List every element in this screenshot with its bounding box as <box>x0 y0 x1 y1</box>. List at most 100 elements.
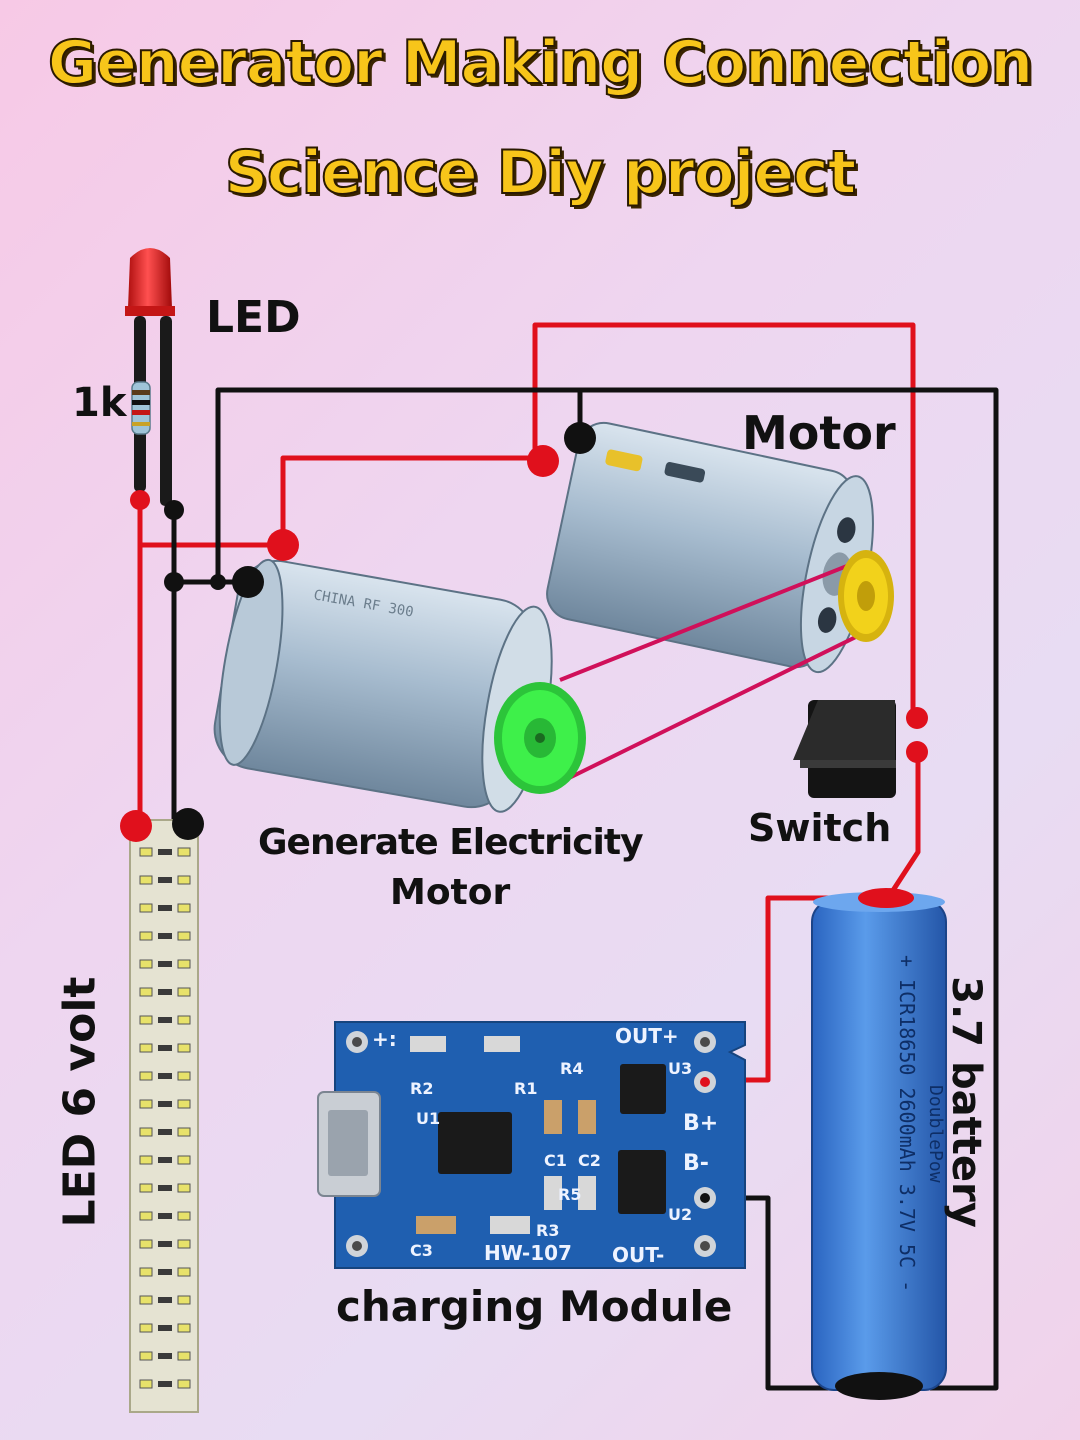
strip-smd-led <box>139 1239 153 1249</box>
strip-smd-led <box>139 1015 153 1025</box>
module-r2: R2 <box>410 1079 433 1098</box>
module-b-plus: B+ <box>683 1111 718 1136</box>
module-u2: U2 <box>668 1205 692 1224</box>
strip-smd-resistor <box>158 877 172 883</box>
strip-smd-led <box>139 1043 153 1053</box>
module-b-minus: B- <box>683 1151 709 1176</box>
module-c1: C1 <box>544 1151 567 1170</box>
module-model: HW-107 <box>484 1241 572 1265</box>
strip-smd-led <box>139 847 153 857</box>
strip-smd-led <box>139 875 153 885</box>
strip-smd-resistor <box>158 1241 172 1247</box>
strip-smd-led <box>139 1379 153 1389</box>
module-u1: U1 <box>416 1109 440 1128</box>
module-c3: C3 <box>410 1241 433 1260</box>
strip-smd-resistor <box>158 1073 172 1079</box>
strip-smd-led <box>177 1295 191 1305</box>
battery-print-line2: DoublePow <box>925 1085 946 1183</box>
module-plus: +: <box>372 1027 397 1051</box>
strip-smd-led <box>177 847 191 857</box>
label-led-strip: LED 6 volt <box>54 976 106 1228</box>
strip-smd-resistor <box>158 933 172 939</box>
strip-smd-led <box>139 903 153 913</box>
motor-pulley <box>838 550 894 642</box>
strip-smd-led <box>177 1211 191 1221</box>
strip-smd-resistor <box>158 1269 172 1275</box>
label-generator-line1: Generate Electricity <box>258 822 644 863</box>
strip-smd-resistor <box>158 1101 172 1107</box>
strip-smd-led <box>139 1323 153 1333</box>
module-r4: R4 <box>560 1059 583 1078</box>
strip-smd-led <box>139 931 153 941</box>
strip-smd-led <box>177 987 191 997</box>
strip-smd-led <box>177 959 191 969</box>
strip-smd-led <box>177 1183 191 1193</box>
motor <box>546 421 874 674</box>
strip-smd-resistor <box>158 1017 172 1023</box>
strip-smd-led <box>139 1071 153 1081</box>
led-strip <box>129 819 199 1413</box>
strip-smd-led <box>177 1043 191 1053</box>
strip-smd-led <box>139 1351 153 1361</box>
strip-smd-resistor <box>158 1297 172 1303</box>
battery-18650: + ICR18650 2600mAh 3.7V 5C - DoublePow <box>811 892 947 1400</box>
module-r5: R5 <box>558 1185 581 1204</box>
resistor-1k <box>131 381 151 435</box>
strip-smd-led <box>177 1239 191 1249</box>
strip-smd-resistor <box>158 1045 172 1051</box>
strip-smd-led <box>177 903 191 913</box>
module-u3: U3 <box>668 1059 692 1078</box>
generator-pulley <box>494 682 586 794</box>
strip-smd-led <box>177 1351 191 1361</box>
led-component <box>125 248 175 506</box>
label-motor: Motor <box>742 406 896 460</box>
strip-smd-led <box>139 1211 153 1221</box>
strip-smd-led <box>177 1099 191 1109</box>
strip-smd-led <box>177 875 191 885</box>
strip-smd-led <box>177 1127 191 1137</box>
strip-smd-resistor <box>158 1185 172 1191</box>
strip-smd-resistor <box>158 1353 172 1359</box>
module-r3: R3 <box>536 1221 559 1240</box>
label-led: LED <box>206 292 301 343</box>
strip-smd-led <box>177 1155 191 1165</box>
strip-smd-led <box>177 1379 191 1389</box>
strip-smd-resistor <box>158 905 172 911</box>
strip-smd-led <box>177 1071 191 1081</box>
title-line-1: Generator Making Connection <box>47 27 1034 99</box>
strip-smd-led <box>177 1323 191 1333</box>
module-r1: R1 <box>514 1079 537 1098</box>
label-battery: 3.7 battery <box>943 976 989 1228</box>
strip-smd-resistor <box>158 961 172 967</box>
strip-smd-resistor <box>158 1381 172 1387</box>
module-out-minus: OUT- <box>612 1243 664 1267</box>
strip-smd-led <box>177 931 191 941</box>
red-wire-switch-to-battery <box>887 752 921 897</box>
strip-smd-led <box>139 1127 153 1137</box>
strip-smd-led <box>139 1267 153 1277</box>
strip-smd-resistor <box>158 1129 172 1135</box>
label-generator-line2: Motor <box>390 872 511 913</box>
strip-smd-led <box>177 1267 191 1277</box>
battery-print-line1: + ICR18650 2600mAh 3.7V 5C - <box>895 955 919 1292</box>
module-c2: C2 <box>578 1151 601 1170</box>
label-charging-module: charging Module <box>336 1282 733 1331</box>
strip-smd-led <box>139 1295 153 1305</box>
title-line-2: Science Diy project <box>224 137 858 209</box>
strip-smd-led <box>139 959 153 969</box>
black-wire-loop <box>215 387 999 1391</box>
junction-dots <box>120 422 928 908</box>
strip-smd-resistor <box>158 849 172 855</box>
red-wire-generator-to-motor <box>280 455 543 545</box>
charging-module: OUT+ OUT- B+ B- HW-107 +: R1 R2 R3 R4 R5… <box>317 1021 746 1269</box>
generator-motor: CHINA RF 300 <box>213 558 553 813</box>
strip-smd-led <box>139 987 153 997</box>
strip-smd-led <box>139 1099 153 1109</box>
belt <box>559 558 871 782</box>
switch-component <box>793 700 896 798</box>
strip-smd-resistor <box>158 1157 172 1163</box>
module-out-plus: OUT+ <box>615 1024 679 1048</box>
strip-smd-led <box>177 1015 191 1025</box>
strip-smd-led <box>139 1155 153 1165</box>
